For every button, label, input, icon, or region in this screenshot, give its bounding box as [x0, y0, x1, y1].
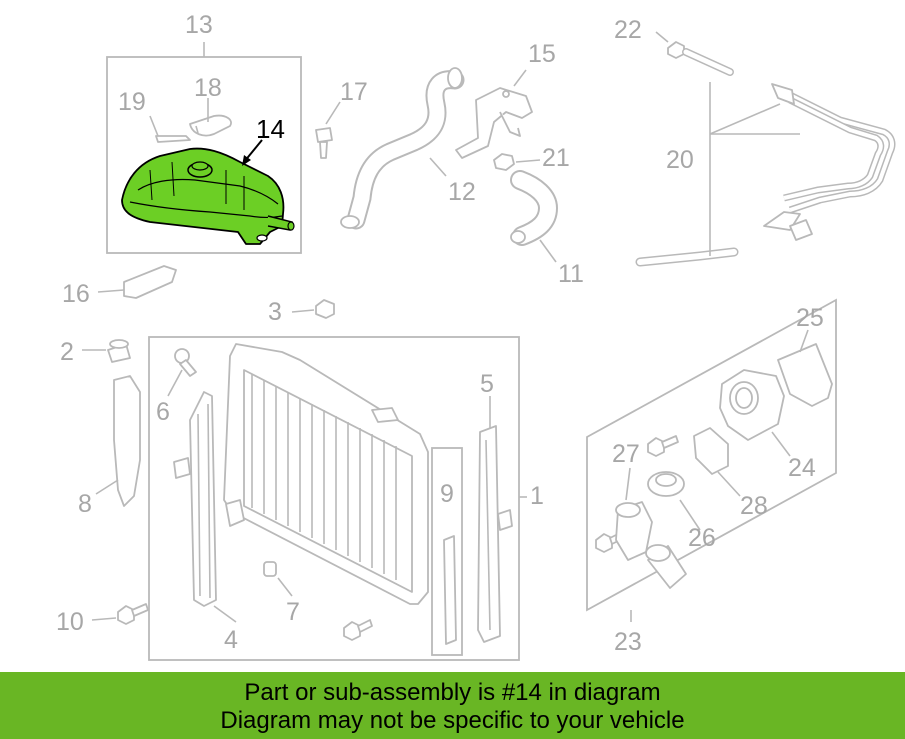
callout-15[interactable]: 15	[528, 40, 556, 68]
callout-9[interactable]: 9	[440, 480, 454, 508]
callout-14[interactable]: 14	[256, 114, 285, 144]
callout-12[interactable]: 12	[448, 178, 476, 206]
callout-6[interactable]: 6	[156, 398, 170, 426]
bolt-part-17[interactable]	[315, 127, 333, 159]
strip-part-9[interactable]	[443, 535, 457, 645]
nut-part-3[interactable]	[315, 299, 335, 319]
clamp-part-22[interactable]	[667, 41, 685, 59]
callout-13[interactable]: 13	[185, 11, 213, 39]
group-box-9	[431, 447, 463, 656]
callout-16[interactable]: 16	[62, 280, 90, 308]
callout-27[interactable]: 27	[612, 440, 640, 468]
callout-1[interactable]: 1	[530, 482, 544, 510]
upper-hose-part-12[interactable]	[340, 67, 465, 230]
callout-7[interactable]: 7	[286, 598, 300, 626]
info-banner: Part or sub-assembly is #14 in diagram D…	[0, 672, 905, 739]
banner-line-part-number: Part or sub-assembly is #14 in diagram	[244, 679, 661, 706]
reservoir-tank-part-14[interactable]	[121, 147, 295, 245]
gasket-part-28[interactable]	[693, 427, 729, 475]
callout-19[interactable]: 19	[118, 88, 146, 116]
lower-hose-part-11[interactable]	[510, 170, 559, 246]
bolt-part-6[interactable]	[174, 348, 197, 377]
nut-part-21[interactable]	[493, 153, 515, 171]
bracket-part-15[interactable]	[455, 87, 533, 159]
callout-labels: 13 19 18 14 17 15 21 12 11 22 20 16 3 2 …	[56, 11, 824, 656]
bracket-part-16[interactable]	[123, 265, 177, 299]
bolt-bottom[interactable]	[343, 619, 373, 641]
group-box-23	[586, 298, 837, 612]
mount-part-2[interactable]	[107, 339, 131, 363]
callout-2[interactable]: 2	[60, 338, 74, 366]
callout-25[interactable]: 25	[796, 304, 824, 332]
callout-24[interactable]: 24	[788, 454, 816, 482]
callout-21[interactable]: 21	[542, 144, 570, 172]
callout-17[interactable]: 17	[340, 78, 368, 106]
callout-8[interactable]: 8	[78, 490, 92, 518]
callout-3[interactable]: 3	[268, 298, 282, 326]
coolant-tubes-part-20[interactable]	[635, 48, 896, 267]
callout-28[interactable]: 28	[740, 492, 768, 520]
thermostat-part-26[interactable]	[647, 471, 685, 497]
cap-part-18[interactable]	[189, 114, 232, 137]
housing-part-24[interactable]	[719, 369, 785, 441]
callout-23[interactable]: 23	[614, 628, 642, 656]
callout-26[interactable]: 26	[688, 524, 716, 552]
gasket-part-25[interactable]	[777, 343, 833, 407]
callout-18[interactable]: 18	[194, 74, 222, 102]
clip-part-19[interactable]	[155, 135, 191, 143]
right-panel-part-5[interactable]	[477, 425, 513, 643]
leader-lines	[82, 31, 809, 623]
bolt-part-27[interactable]	[647, 435, 679, 457]
callout-22[interactable]: 22	[614, 16, 642, 44]
callout-10[interactable]: 10	[56, 608, 84, 636]
banner-line-disclaimer: Diagram may not be specific to your vehi…	[220, 707, 685, 734]
outlet-pipe[interactable]	[645, 544, 687, 589]
plug-part-7[interactable]	[263, 561, 277, 577]
radiator[interactable]	[223, 343, 429, 605]
callout-11[interactable]: 11	[558, 260, 584, 288]
parts-diagram: 13 19 18 14 17 15 21 12 11 22 20 16 3 2 …	[56, 11, 896, 661]
bolt-part-10[interactable]	[117, 603, 149, 625]
callout-5[interactable]: 5	[480, 370, 494, 398]
callout-4[interactable]: 4	[224, 626, 238, 654]
group-box-1	[148, 336, 520, 661]
side-panel-part-8[interactable]	[113, 375, 141, 507]
callout-20[interactable]: 20	[666, 146, 694, 174]
left-panel-part-4[interactable]	[173, 391, 217, 607]
